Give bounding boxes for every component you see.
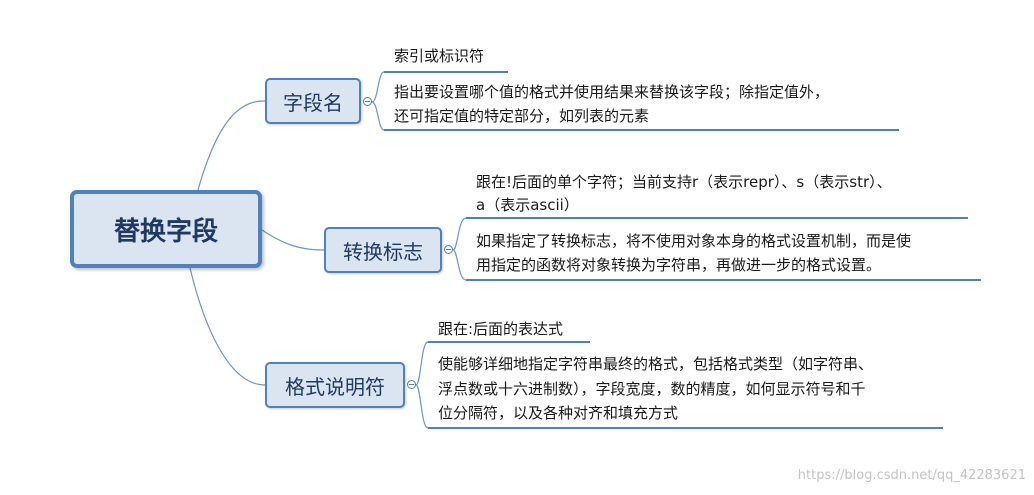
branch-node-field-name[interactable]: 字段名	[265, 78, 361, 124]
format-spec-detail-line-3: 位分隔符，以及各种对齐和填充方式	[438, 404, 679, 422]
format-spec-detail-line-1: 使能够详细地指定字符串最终的格式，包括格式类型（如字符串、	[438, 355, 874, 373]
field-name-detail-line-2: 还可指定值的特定部分，如列表的元素	[394, 107, 650, 125]
branch-node-format-spec[interactable]: 格式说明符	[265, 362, 405, 408]
conversion-flag-detail-line-1: 如果指定了转换标志，将不使用对象本身的格式设置机制，而是使	[476, 232, 912, 250]
conversion-flag-short-line-2: a（表示ascii）	[476, 196, 579, 214]
underline	[466, 217, 968, 219]
underline	[466, 279, 981, 281]
watermark: https://blog.csdn.net/qq_42283621	[797, 468, 1026, 483]
field-name-short: 索引或标识符	[394, 47, 485, 65]
collapse-icon[interactable]	[407, 380, 416, 389]
format-spec-short: 跟在:后面的表达式	[438, 320, 564, 338]
underline	[428, 341, 590, 343]
underline	[384, 129, 899, 131]
branch-node-conversion-flag[interactable]: 转换标志	[324, 227, 442, 273]
underline	[428, 427, 943, 429]
conversion-flag-short-line-1: 跟在!后面的单个字符；当前支持r（表示repr）、s（表示str）、	[476, 173, 892, 191]
collapse-icon[interactable]	[444, 245, 453, 254]
root-node[interactable]: 替换字段	[70, 190, 262, 268]
underline	[384, 71, 508, 73]
collapse-icon[interactable]	[363, 97, 372, 106]
conversion-flag-detail-line-2: 用指定的函数将对象转换为字符串，再做进一步的格式设置。	[476, 256, 882, 274]
field-name-detail-line-1: 指出要设置哪个值的格式并使用结果来替换该字段；除指定值外，	[394, 83, 830, 101]
format-spec-detail-line-2: 浮点数或十六进制数），字段宽度，数的精度，如何显示符号和千	[438, 380, 866, 398]
